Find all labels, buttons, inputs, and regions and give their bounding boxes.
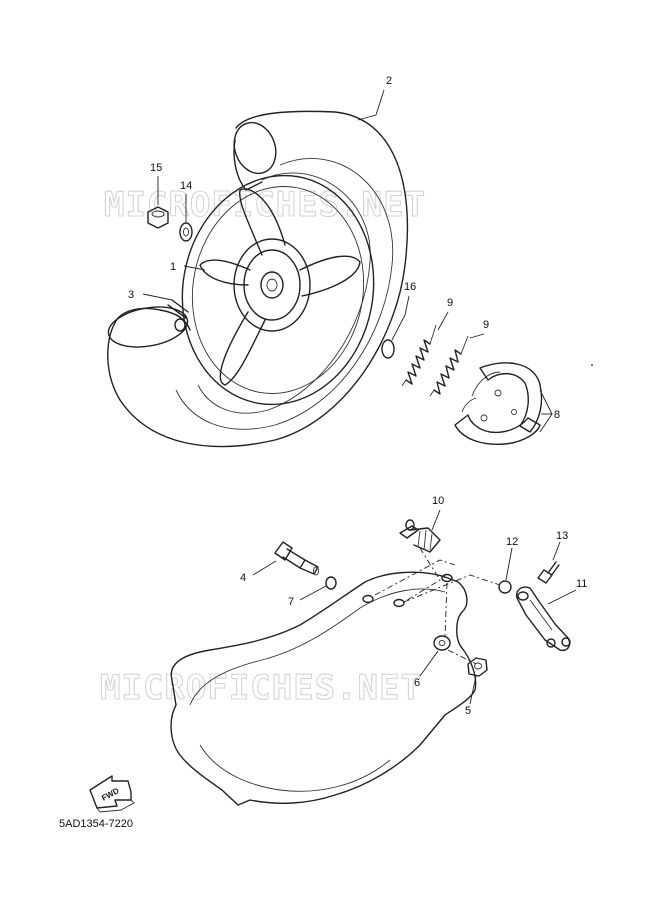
- leader-lines: [142, 89, 577, 705]
- rim-outer: [181, 174, 375, 406]
- bolt-13: [537, 561, 560, 584]
- tire-section-top-side: [233, 139, 263, 191]
- nut-5: [467, 657, 488, 677]
- hub-outer: [233, 238, 311, 332]
- shaft-4: [274, 541, 319, 576]
- callout-11: 11: [576, 578, 587, 590]
- stray-dot: [591, 364, 593, 366]
- rim-inner: [191, 186, 365, 394]
- cover-outline: [170, 571, 477, 806]
- callout-10: 10: [432, 495, 444, 507]
- nut-15: [147, 206, 169, 229]
- rear-wheel-assembly: [107, 110, 409, 448]
- assembly-line-cover: [374, 559, 456, 596]
- watermark-bottom: MICROFICHES.NET: [100, 668, 422, 708]
- brake-cam-10: [399, 519, 441, 553]
- assembly-line-cam: [403, 547, 441, 603]
- bracket-11: [515, 586, 571, 652]
- callout-7: 7: [288, 596, 294, 608]
- callout-12: 12: [506, 536, 518, 548]
- brake-shoe-kit-8: [454, 362, 543, 445]
- washer-14: [179, 222, 193, 242]
- assembly-line-bracket: [403, 574, 501, 603]
- valve-cap: [174, 318, 186, 332]
- callout-14: 14: [180, 180, 192, 192]
- watermark-top: MICROFICHES.NET: [104, 185, 426, 225]
- assembly-line-washer: [444, 582, 448, 637]
- cover-hole-1: [362, 594, 374, 604]
- hub-center: [260, 271, 284, 299]
- tire-section-top: [233, 121, 277, 175]
- tire-bead: [197, 172, 371, 414]
- callout-15: 15: [150, 162, 162, 174]
- hub-middle: [243, 249, 301, 321]
- callout-2: 2: [386, 75, 392, 87]
- spring-9-left: [401, 324, 437, 387]
- o-ring-7: [325, 576, 337, 590]
- cover-lower-ridge: [199, 744, 391, 792]
- callout-9-left: 9: [447, 297, 453, 309]
- valve-stem: [167, 299, 189, 319]
- washer-12: [498, 580, 512, 594]
- tire-inner-edge: [175, 158, 394, 430]
- collar-16: [381, 339, 395, 359]
- callout-1: 1: [170, 261, 176, 273]
- spring-9-right: [429, 335, 469, 397]
- cover-hole-2: [393, 598, 405, 608]
- callout-6: 6: [414, 677, 420, 689]
- callout-13: 13: [556, 530, 568, 542]
- callout-3: 3: [128, 289, 134, 301]
- cover-inner-ridge: [189, 588, 446, 706]
- diagram-code: 5AD1354-7220: [59, 818, 133, 830]
- spoke-bottom: [219, 311, 266, 386]
- spoke-left: [199, 259, 251, 286]
- spoke-top: [238, 188, 286, 256]
- callout-16: 16: [404, 281, 416, 293]
- cover-hole-3: [441, 573, 453, 583]
- assembly-line-nut: [447, 649, 477, 665]
- callout-8: 8: [554, 409, 560, 421]
- fwd-arrow: FWD: [89, 775, 135, 813]
- tire-section-bottom: [107, 306, 189, 348]
- washer-6: [433, 635, 451, 651]
- tire-outline: [107, 110, 409, 448]
- spoke-right: [299, 255, 361, 297]
- hub-bore: [266, 278, 278, 292]
- callout-9-right: 9: [483, 319, 489, 331]
- callout-5: 5: [465, 705, 471, 717]
- callout-4: 4: [240, 572, 246, 584]
- crankcase-cover: [170, 571, 477, 806]
